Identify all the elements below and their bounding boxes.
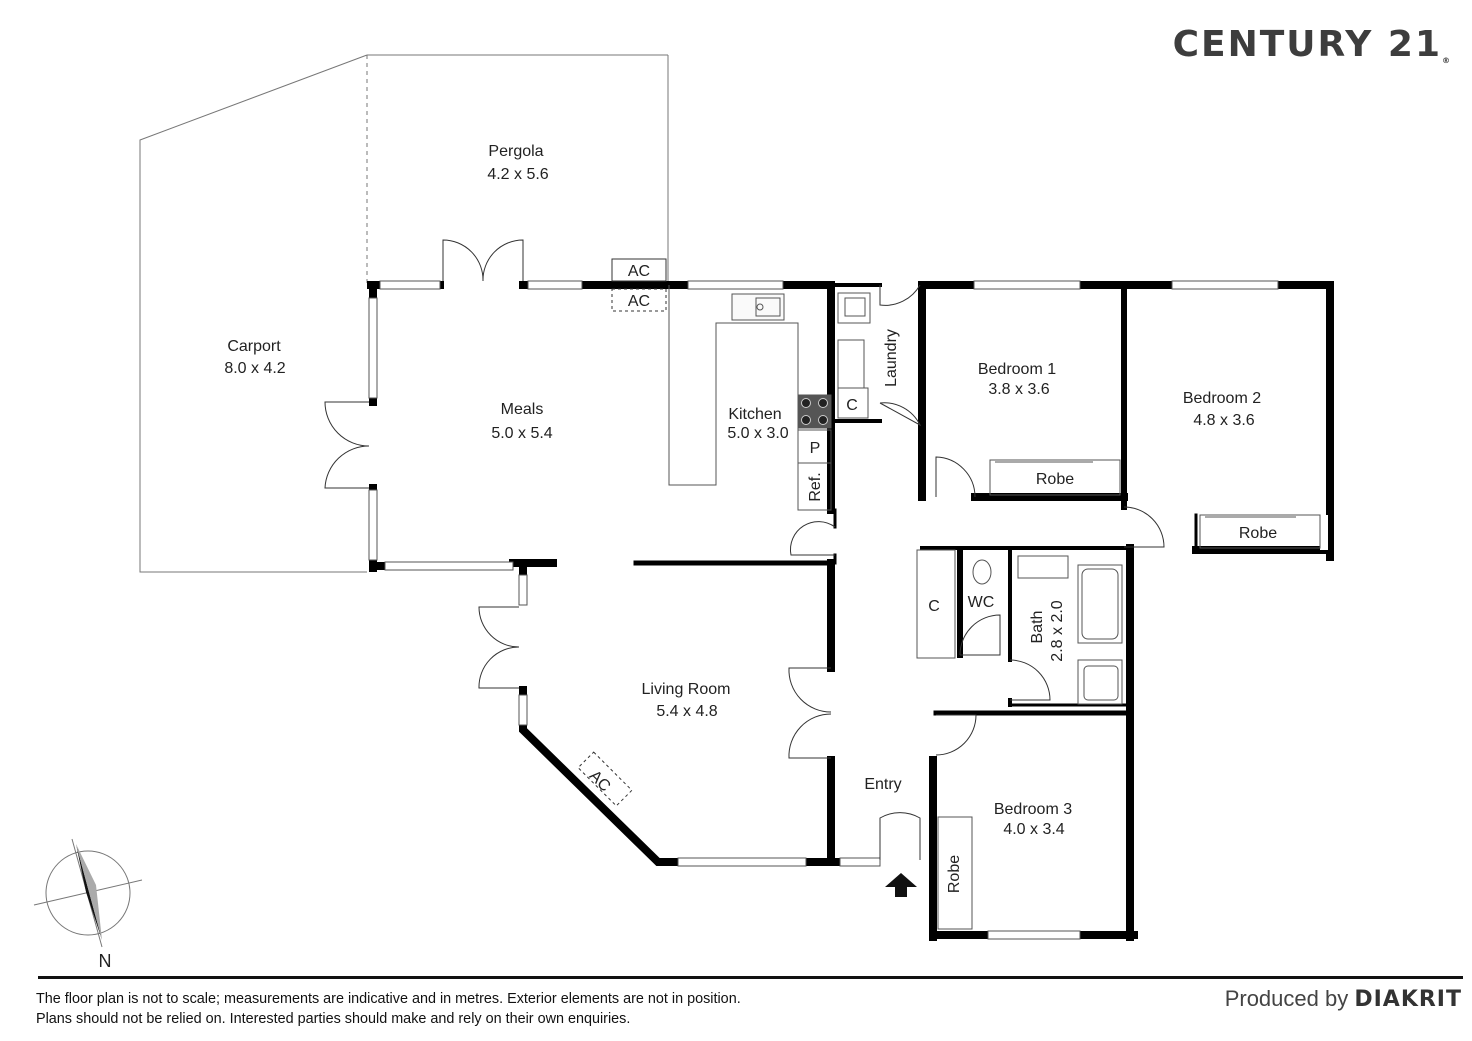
disclaimer-line-2: Plans should not be relied on. Intereste… [36, 1011, 631, 1027]
century21-logo: CENTURY 21® [1173, 24, 1450, 65]
compass-icon [33, 838, 143, 948]
brand-mark: ® [1442, 56, 1450, 65]
disclaimer-line-1: The floor plan is not to scale; measurem… [36, 991, 741, 1007]
pantry-label: P [810, 440, 821, 457]
footer-divider [38, 976, 1463, 979]
compass-north-label: N [99, 951, 112, 971]
carport-outline [139, 54, 368, 573]
windows [368, 280, 1328, 940]
wc-label: WC [968, 594, 995, 611]
brand-name: CENTURY 21 [1172, 24, 1442, 65]
bedroom1-robe-label: Robe [1036, 471, 1074, 488]
fixtures [916, 459, 1321, 930]
fixture-labels: P Ref. C C WC Robe Robe Robe [807, 397, 1277, 893]
kitchen-size: 5.0 x 3.0 [727, 425, 788, 442]
bedroom2-size: 4.8 x 3.6 [1193, 412, 1254, 429]
carport-name: Carport [227, 338, 281, 355]
meals-name: Meals [501, 401, 544, 418]
pergola-size: 4.2 x 5.6 [487, 166, 548, 183]
bedroom3-size: 4.0 x 3.4 [1003, 821, 1064, 838]
kitchen-fixtures [668, 285, 871, 511]
laundry-name: Laundry [883, 329, 900, 387]
bedroom3-robe-label: Robe [946, 855, 963, 893]
doors [324, 239, 1165, 860]
carport-size: 8.0 x 4.2 [224, 360, 285, 377]
living-size: 5.4 x 4.8 [656, 703, 717, 720]
kitchen-name: Kitchen [728, 406, 781, 423]
hall-cupboard-label: C [928, 598, 940, 615]
bath-name: Bath [1029, 611, 1046, 644]
bedroom2-robe-label: Robe [1239, 525, 1277, 542]
bath-size: 2.8 x 2.0 [1049, 600, 1066, 661]
entry-arrow-icon [885, 873, 917, 897]
bedroom1-size: 3.8 x 3.6 [988, 381, 1049, 398]
bedroom3-name: Bedroom 3 [994, 801, 1072, 818]
meals-size: 5.0 x 5.4 [491, 425, 552, 442]
diakrit-logo: DIAKRIT [1354, 987, 1462, 1012]
ac-label-1: AC [628, 263, 650, 280]
room-labels: Pergola 4.2 x 5.6 Carport 8.0 x 4.2 Meal… [224, 143, 1261, 838]
pergola-name: Pergola [488, 143, 543, 160]
fridge-label: Ref. [807, 472, 824, 501]
producer-credit: Produced by DIAKRIT [1225, 986, 1462, 1012]
living-name: Living Room [642, 681, 731, 698]
ac-units [577, 258, 667, 807]
disclaimer: The floor plan is not to scale; measurem… [36, 989, 741, 1029]
bedroom1-name: Bedroom 1 [978, 361, 1056, 378]
entry-name: Entry [864, 776, 901, 793]
laundry-cupboard-label: C [846, 397, 858, 414]
pergola-outline [367, 54, 669, 285]
bedroom2-name: Bedroom 2 [1183, 390, 1261, 407]
walls [367, 281, 1334, 941]
ac-label-2: AC [628, 293, 650, 310]
produced-by-label: Produced by [1224, 986, 1349, 1011]
